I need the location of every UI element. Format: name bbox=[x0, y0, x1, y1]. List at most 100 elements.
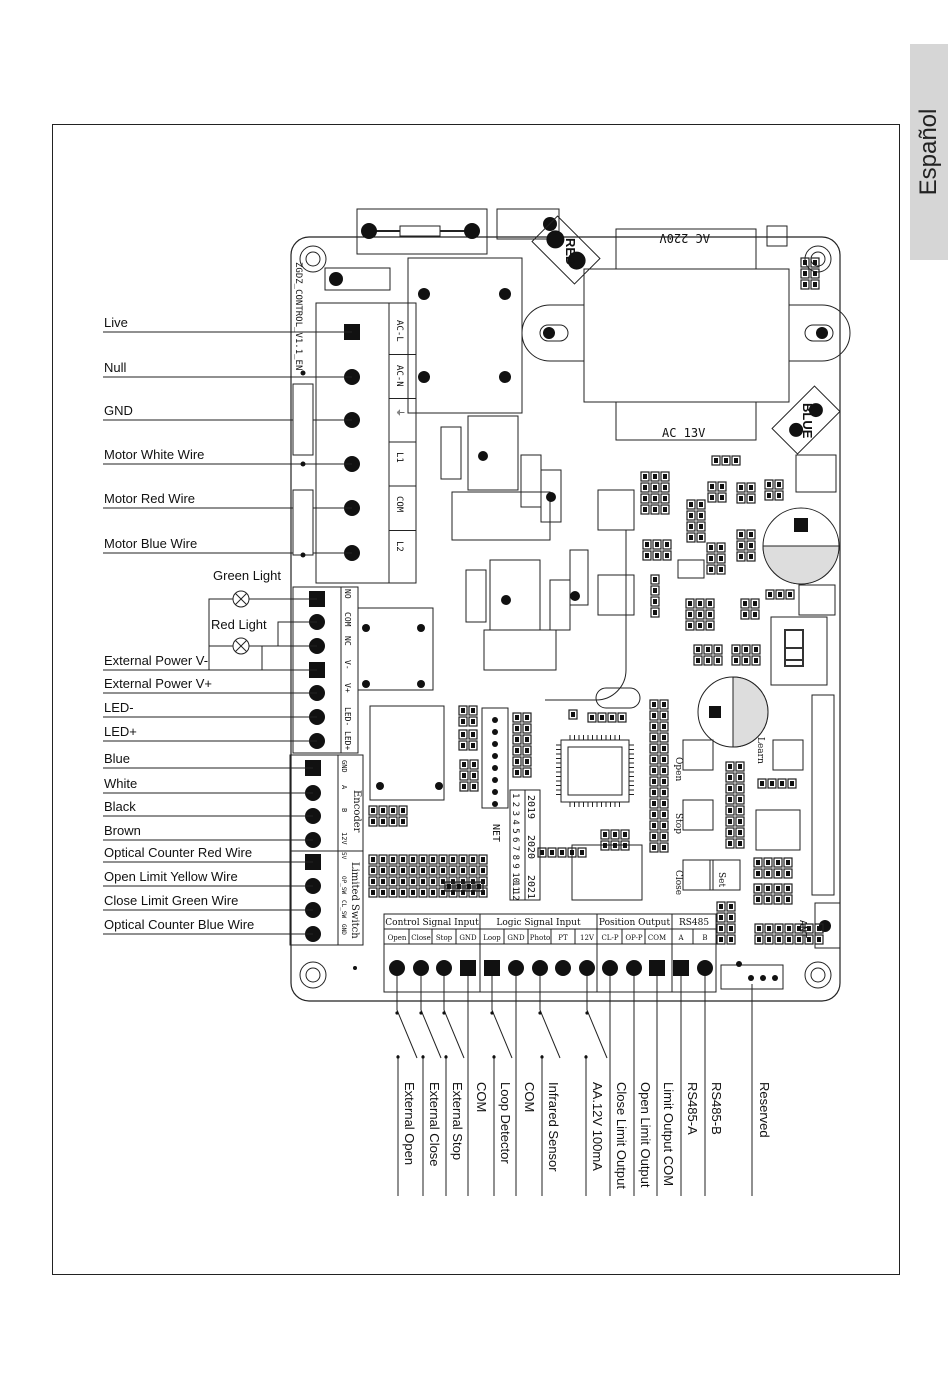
green-light-label: Green Light bbox=[213, 568, 281, 583]
dip-number: 12 bbox=[510, 890, 520, 901]
encoder-wire-label: Blue bbox=[104, 751, 130, 766]
light-terminal-label: COM bbox=[343, 612, 352, 627]
bottom-pin bbox=[649, 960, 665, 976]
pcb-trace bbox=[545, 530, 627, 701]
bottom-pin-label: Photo bbox=[530, 934, 550, 942]
dip-number: 8 bbox=[510, 855, 520, 860]
encoder-pin-label: B bbox=[340, 808, 348, 812]
power-terminal-label: AC-L bbox=[394, 320, 404, 342]
power-terminal-label: ⏚ bbox=[394, 408, 405, 417]
bottom-pin-label: 12V bbox=[580, 934, 595, 942]
dip-number: 11 bbox=[510, 881, 520, 892]
dip-number: 4 bbox=[510, 819, 520, 824]
blue-connector-label: BLUE bbox=[800, 403, 815, 439]
encoder-wire-label: White bbox=[104, 776, 137, 791]
encoder-wire-label: Black bbox=[104, 799, 136, 814]
power-terminal-block bbox=[315, 302, 417, 584]
diagram-frame bbox=[52, 124, 900, 1275]
bottom-wire-label: RS485-A bbox=[685, 1082, 700, 1135]
bottom-pin-label: A bbox=[677, 934, 684, 942]
mounting-holes bbox=[299, 245, 832, 989]
light-terminal-label: LED- bbox=[343, 707, 352, 726]
bottom-group-title: Position Output bbox=[599, 918, 671, 928]
dip-number: 9 bbox=[510, 863, 520, 868]
dip-year: 2020 bbox=[525, 835, 536, 859]
light-wire-label: External Power V- bbox=[104, 653, 208, 668]
transformer-primary: AC 220V bbox=[659, 231, 710, 245]
power-terminal-label: AC-N bbox=[394, 365, 404, 387]
bottom-wire-label: Close Limit Output bbox=[614, 1082, 629, 1189]
bottom-group-box bbox=[671, 913, 717, 993]
blue-connector bbox=[771, 385, 841, 455]
limit-title: Limited Switch bbox=[349, 862, 360, 939]
button-label: Close bbox=[673, 870, 683, 895]
bottom-pin-label: PT bbox=[558, 934, 568, 942]
button-label: Stop bbox=[673, 813, 683, 834]
limit-block bbox=[289, 850, 364, 946]
bottom-pin-label: Loop bbox=[483, 934, 501, 942]
red-connector-label: RED bbox=[563, 238, 578, 265]
bottom-pin bbox=[626, 960, 642, 976]
bottom-pin bbox=[484, 960, 500, 976]
bottom-pin-label: Stop bbox=[436, 934, 453, 942]
bottom-pin-label: B bbox=[702, 934, 707, 942]
light-wire-label: LED- bbox=[104, 700, 134, 715]
dip-number: 1 bbox=[510, 793, 520, 798]
power-wire-label: Motor Red Wire bbox=[104, 491, 195, 506]
dip-number: 10 bbox=[510, 872, 520, 883]
bottom-wire-label: Limit Output COM bbox=[661, 1082, 676, 1186]
dip-number: 7 bbox=[510, 846, 520, 851]
capacitor-1 bbox=[762, 507, 840, 585]
bottom-pin bbox=[673, 960, 689, 976]
limit-wire-label: Optical Counter Red Wire bbox=[104, 845, 252, 860]
transformer-secondary: AC 13V bbox=[662, 426, 705, 440]
power-wire-label: GND bbox=[104, 403, 133, 418]
bottom-pin-label: Close bbox=[411, 934, 431, 942]
bottom-pin bbox=[508, 960, 524, 976]
bottom-pin-label: OP-P bbox=[625, 934, 642, 942]
aux-terminal bbox=[324, 267, 391, 291]
button-label: Learn bbox=[755, 737, 765, 764]
fuse bbox=[356, 208, 488, 255]
bottom-wire-label: Infrared Sensor bbox=[546, 1082, 561, 1172]
board-outline bbox=[290, 236, 841, 1002]
encoder-wire-label: Brown bbox=[104, 823, 141, 838]
ant-label: ANT bbox=[797, 920, 808, 938]
bottom-group-title: Logic Signal Input bbox=[496, 918, 581, 928]
light-terminal-label: NO bbox=[343, 589, 352, 599]
red-light-label: Red Light bbox=[211, 617, 267, 632]
dip-number: 2 bbox=[510, 802, 520, 807]
light-wire-label: LED+ bbox=[104, 724, 137, 739]
bottom-pin bbox=[460, 960, 476, 976]
bottom-pin bbox=[602, 960, 618, 976]
limit-wire-label: Optical Counter Blue Wire bbox=[104, 917, 254, 932]
limit-wire-label: Close Limit Green Wire bbox=[104, 893, 238, 908]
limit-pin-label: CL_SW bbox=[340, 900, 347, 918]
bottom-pin bbox=[389, 960, 405, 976]
language-tab: Español bbox=[910, 44, 948, 260]
bottom-group-title: Control Signal Input bbox=[385, 918, 479, 928]
limit-pin-label: GND bbox=[340, 924, 347, 935]
bottom-wire-label: Open Limit Output bbox=[638, 1082, 653, 1188]
power-wire-label: Motor White Wire bbox=[104, 447, 204, 462]
bottom-pin bbox=[532, 960, 548, 976]
power-terminal-label: COM bbox=[394, 496, 404, 513]
bottom-wire-label: Reserved bbox=[757, 1082, 772, 1138]
dip-year: 2021 bbox=[525, 875, 536, 899]
limit-pin-label: 5V bbox=[340, 852, 347, 860]
bottom-wire-label: External Open bbox=[402, 1082, 417, 1165]
top-terminal bbox=[496, 208, 560, 240]
bottom-pin bbox=[413, 960, 429, 976]
dip-year: 2019 bbox=[525, 795, 536, 819]
capacitor-2 bbox=[697, 676, 769, 748]
power-wire-label: Null bbox=[104, 360, 127, 375]
bottom-pin bbox=[436, 960, 452, 976]
bottom-wire-label: AA.12V 100mA bbox=[590, 1082, 605, 1171]
encoder-title: Encoder bbox=[351, 790, 362, 833]
part-top-right bbox=[795, 454, 837, 493]
button-label: Set bbox=[716, 872, 726, 887]
bottom-wire-label: COM bbox=[474, 1082, 489, 1112]
power-wire-label: Live bbox=[104, 315, 128, 330]
smd-parts bbox=[368, 257, 824, 945]
